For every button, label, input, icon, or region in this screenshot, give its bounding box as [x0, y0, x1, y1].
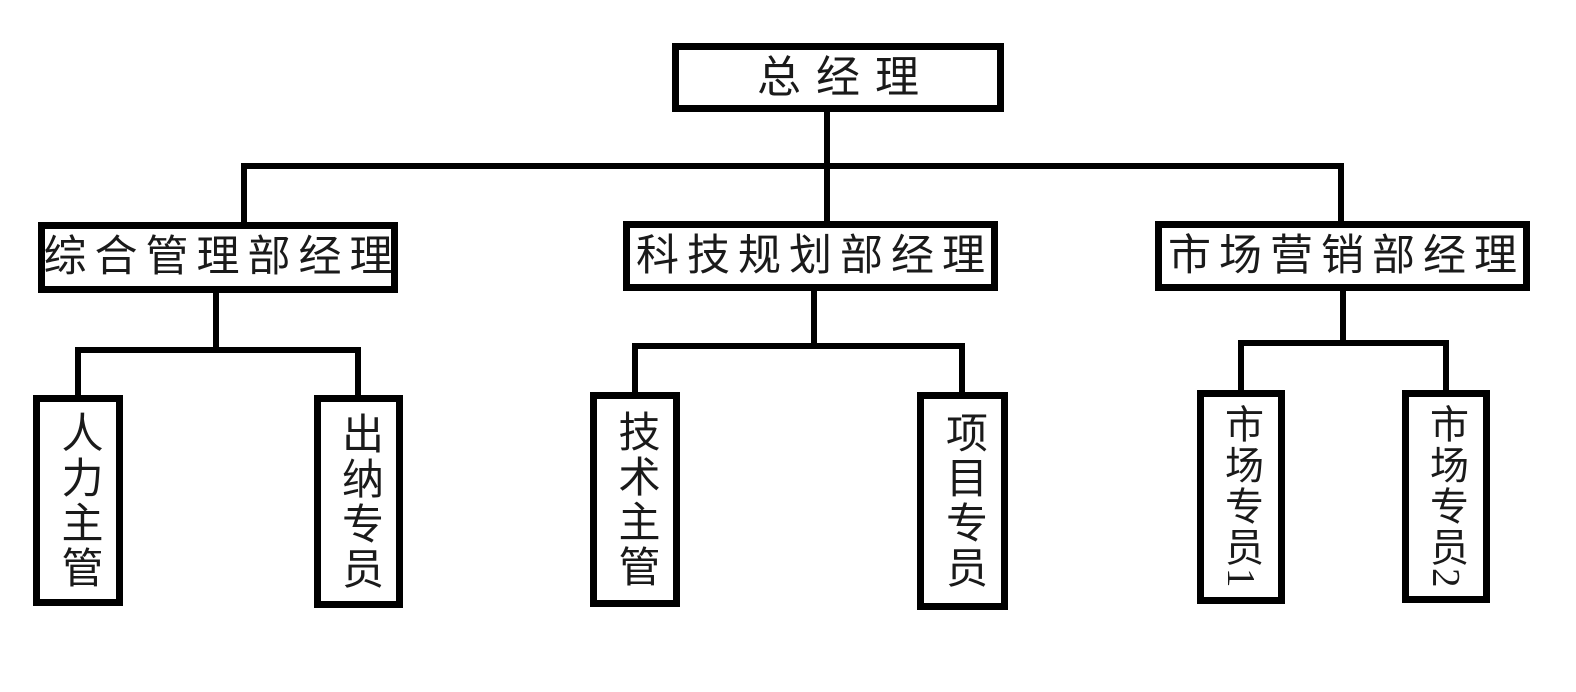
connector-drop-sub1	[75, 347, 81, 395]
org-node-label: 科技规划部经理	[636, 232, 993, 280]
org-node-label: 市场专员2	[1424, 403, 1468, 590]
connector-dept2-bus	[632, 343, 965, 349]
connector-drop-sub6	[1443, 340, 1449, 390]
org-node-label: 人力主管	[55, 410, 101, 591]
org-node-market-specialist-2: 市场专员2	[1402, 390, 1490, 603]
org-node-cashier-specialist: 出纳专员	[314, 395, 403, 608]
connector-dept2-stem	[811, 291, 817, 346]
org-node-label: 市场营销部经理	[1168, 232, 1525, 280]
connector-dept3-stem	[1340, 291, 1346, 343]
org-node-marketing-dept-manager: 市场营销部经理	[1155, 221, 1530, 291]
connector-dept3-bus	[1238, 340, 1449, 346]
org-node-tech-planning-dept-manager: 科技规划部经理	[623, 221, 998, 291]
org-node-hr-supervisor: 人力主管	[33, 395, 123, 606]
connector-drop-sub2	[355, 347, 361, 395]
org-node-label: 技术主管	[612, 409, 658, 590]
connector-drop-sub3	[632, 343, 638, 392]
connector-level2-bus	[241, 163, 1344, 169]
org-node-project-specialist: 项目专员	[917, 392, 1008, 610]
org-node-market-specialist-1: 市场专员1	[1197, 390, 1285, 604]
connector-dept1-bus	[75, 347, 361, 353]
org-node-general-manager: 总经理	[672, 43, 1004, 112]
org-node-label: 项目专员	[939, 411, 986, 591]
org-node-label: 综合管理部经理	[43, 234, 401, 281]
connector-drop-sub5	[1238, 340, 1244, 390]
org-node-general-admin-dept-manager: 综合管理部经理	[38, 222, 398, 293]
org-node-technical-supervisor: 技术主管	[590, 392, 680, 607]
connector-dept1-stem	[213, 293, 219, 350]
org-node-label: 总经理	[757, 52, 934, 102]
org-node-label: 市场专员1	[1219, 404, 1263, 590]
connector-drop-sub4	[959, 343, 965, 392]
connector-drop-dept1	[241, 163, 247, 222]
connector-drop-dept3	[1338, 163, 1344, 222]
org-node-label: 出纳专员	[335, 411, 382, 592]
